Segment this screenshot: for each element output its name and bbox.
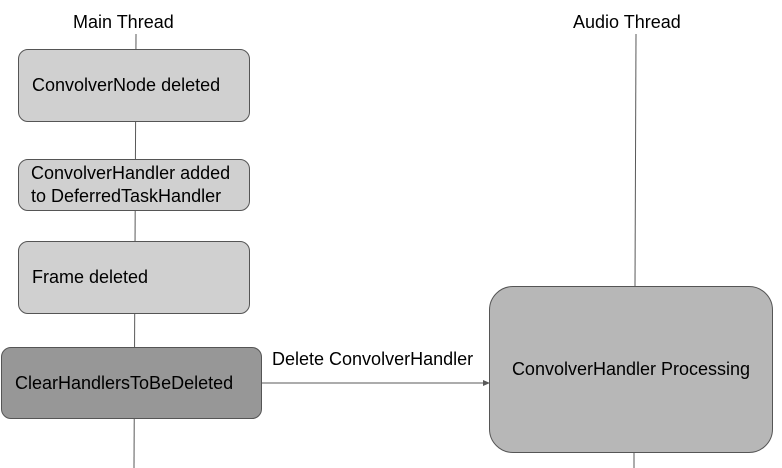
convolver-node-deleted-box: ConvolverNode deleted xyxy=(18,49,250,122)
convolver-node-deleted-label: ConvolverNode deleted xyxy=(32,75,221,95)
delete-handler-arrowhead xyxy=(483,380,490,386)
delete-handler-edge-label: Delete ConvolverHandler xyxy=(272,349,474,369)
handler-added-box: ConvolverHandler added to DeferredTaskHa… xyxy=(18,159,250,211)
clear-handlers-label: ClearHandlersToBeDeleted xyxy=(15,372,234,393)
frame-deleted-label: Frame deleted xyxy=(32,267,149,287)
handler-processing-box: ConvolverHandler Processing xyxy=(489,286,773,453)
audio-thread-lifeline-top xyxy=(634,33,637,287)
handler-processing-label: ConvolverHandler Processing xyxy=(511,359,751,379)
frame-deleted-box: Frame deleted xyxy=(18,241,250,314)
audio-thread-title: Audio Thread xyxy=(573,12,681,32)
clear-handlers-box: ClearHandlersToBeDeleted xyxy=(1,347,262,419)
handler-added-label: ConvolverHandler added to DeferredTaskHa… xyxy=(31,163,231,206)
main-thread-title: Main Thread xyxy=(73,12,174,32)
